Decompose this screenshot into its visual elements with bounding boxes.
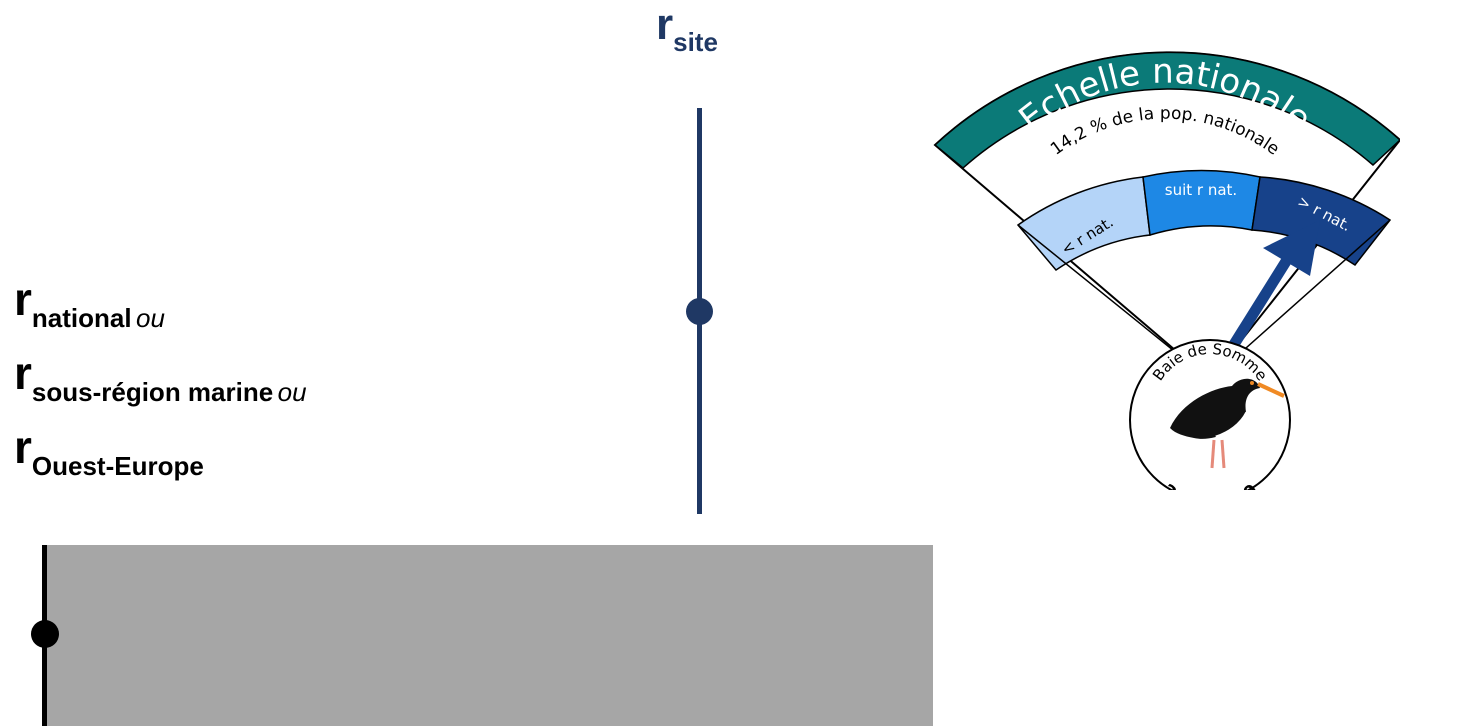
reference-subscript: Ouest-Europe (31, 451, 204, 481)
site-subscript: site (673, 27, 718, 57)
reference-label-national: rnational ou (14, 272, 165, 333)
r-symbol: r (14, 273, 32, 325)
segment-above (1251, 176, 1392, 267)
reference-trend-dot (31, 620, 59, 648)
reference-subscript: national (31, 303, 132, 333)
reference-subscript: sous-région marine (31, 377, 274, 407)
site-trend-label: rsite (656, 0, 718, 57)
conjunction: ou (136, 303, 165, 333)
segment-follows-label: suit r nat. (1165, 181, 1237, 199)
reference-label-sous-region: rsous-région marine ou (14, 346, 307, 407)
oystercatcher-icon (1170, 378, 1285, 469)
r-symbol: r (14, 421, 32, 473)
site-trend-dot (686, 298, 713, 325)
gauge-title-band (933, 51, 1400, 169)
reference-label-ouest-europe: rOuest-Europe (14, 420, 204, 481)
conjunction: ou (277, 377, 307, 407)
national-scale-gauge: Echelle nationale 14,2 % de la pop. nati… (933, 51, 1400, 490)
r-symbol: r (656, 0, 674, 49)
reference-range-box (44, 545, 933, 726)
r-symbol: r (14, 347, 32, 399)
